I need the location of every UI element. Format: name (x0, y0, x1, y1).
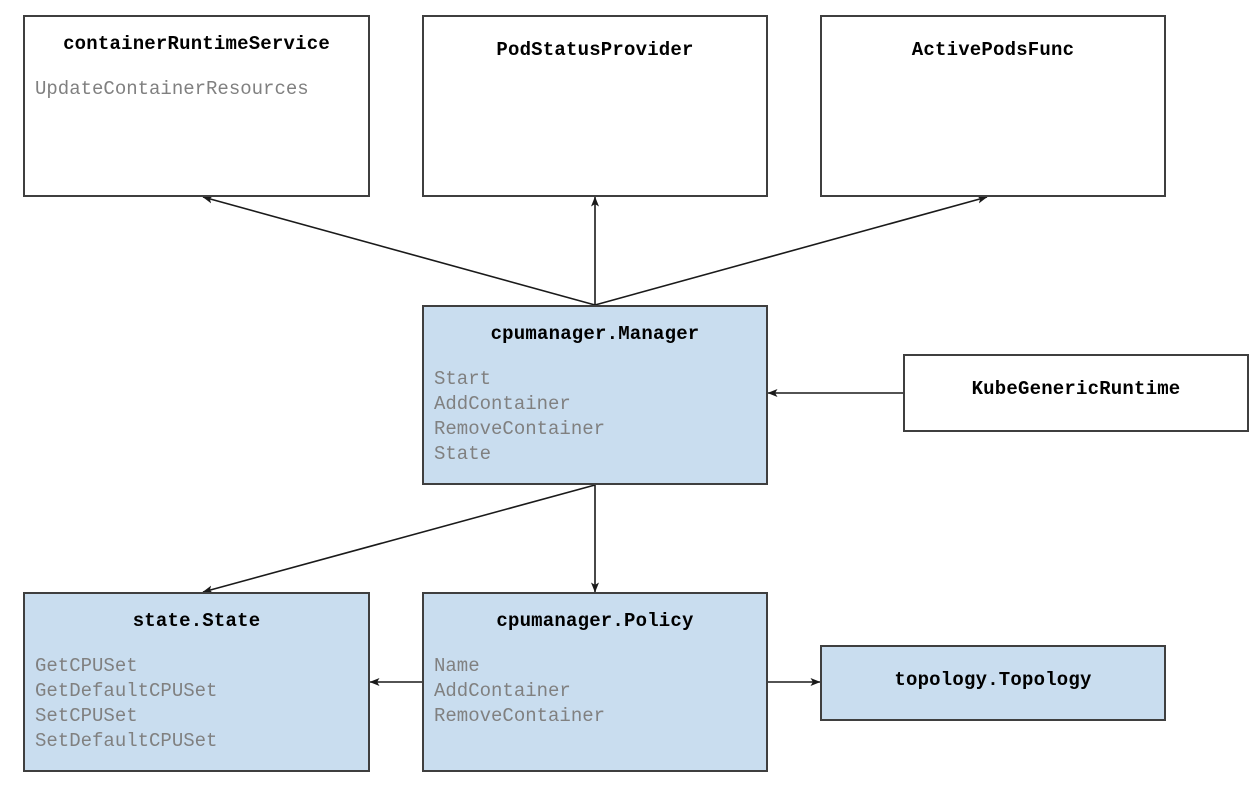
edge-cpumanagerManager-to-stateState (202, 484, 596, 594)
node-KubeGenericRuntime[interactable]: KubeGenericRuntime (903, 354, 1249, 432)
node-method: SetDefaultCPUSet (35, 730, 218, 752)
node-method: UpdateContainerResources (35, 78, 309, 100)
node-method: Start (434, 368, 492, 390)
node-method: Name (434, 655, 480, 677)
node-title: cpumanager.Manager (490, 323, 700, 345)
node-method: RemoveContainer (434, 418, 606, 440)
node-method: GetCPUSet (35, 655, 138, 677)
node-PodStatusProvider[interactable]: PodStatusProvider (422, 15, 768, 197)
node-topologyTopology[interactable]: topology.Topology (820, 645, 1166, 721)
node-method: State (434, 443, 492, 465)
node-title: ActivePodsFunc (911, 39, 1075, 61)
node-method: GetDefaultCPUSet (35, 680, 218, 702)
node-title: topology.Topology (894, 669, 1092, 691)
edge-cpumanagerManager-to-ActivePodsFunc (594, 195, 988, 306)
node-method: RemoveContainer (434, 705, 606, 727)
node-title: state.State (132, 610, 261, 632)
node-title: KubeGenericRuntime (971, 378, 1181, 400)
node-title: containerRuntimeService (63, 33, 330, 55)
node-method-list: UpdateContainerResources (25, 77, 368, 102)
edge-cpumanagerManager-to-containerRuntimeService (202, 195, 596, 306)
node-title: cpumanager.Policy (496, 610, 694, 632)
node-title: PodStatusProvider (496, 39, 694, 61)
node-method: AddContainer (434, 393, 571, 415)
node-method: SetCPUSet (35, 705, 138, 727)
node-method: AddContainer (434, 680, 571, 702)
node-ActivePodsFunc[interactable]: ActivePodsFunc (820, 15, 1166, 197)
